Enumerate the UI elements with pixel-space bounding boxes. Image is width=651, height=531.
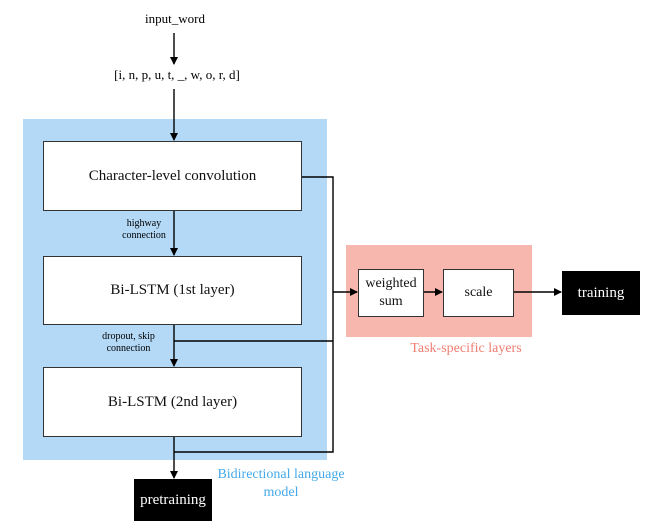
weighted-sum-block: weighted sum — [358, 269, 424, 317]
task-region-label: Task-specific layers — [410, 341, 522, 356]
training-output: training — [562, 271, 640, 315]
input-chars-label: [i, n, p, u, t, _, w, o, r, d] — [114, 67, 240, 82]
lstm1-block: Bi-LSTM (1st layer) — [43, 256, 302, 325]
bilm-region-label: Bidirectional language model — [217, 467, 345, 500]
input-word-label: input_word — [145, 11, 205, 26]
char-conv-block: Character-level convolution — [43, 141, 302, 211]
pretraining-output: pretraining — [134, 479, 212, 521]
lstm2-block: Bi-LSTM (2nd layer) — [43, 367, 302, 437]
scale-block: scale — [443, 269, 514, 317]
dropout-skip-label: dropout, skip connection — [102, 331, 155, 354]
highway-connection-label: highway connection — [122, 218, 166, 241]
